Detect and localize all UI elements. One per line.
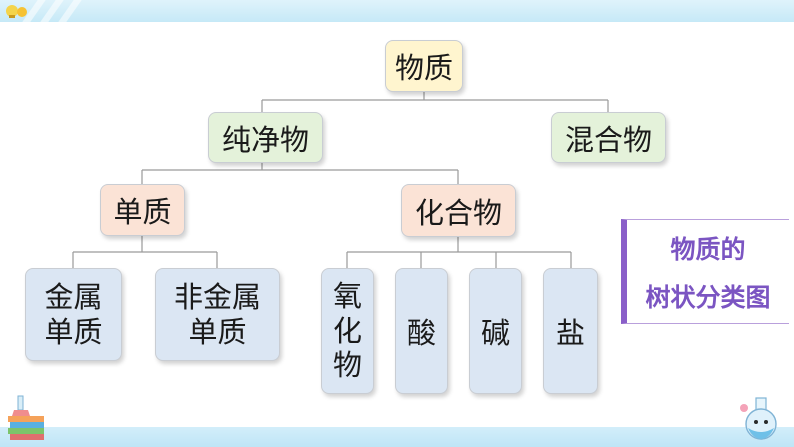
node-oxide-label: 氧化物	[333, 278, 363, 383]
books-flask-icon	[8, 395, 44, 440]
node-mixture: 混合物	[551, 112, 666, 163]
node-pure-substance: 纯净物	[208, 112, 323, 163]
node-metal-line2: 单质	[44, 314, 103, 349]
node-pure-substance-label: 纯净物	[221, 122, 309, 157]
caption-line-1: 物质的	[670, 235, 746, 264]
node-element: 单质	[100, 184, 185, 236]
node-base-label: 碱	[480, 316, 510, 350]
node-compound-label: 化合物	[414, 195, 502, 230]
node-acid: 酸	[395, 268, 448, 394]
node-matter-label: 物质	[394, 51, 453, 85]
node-element-label: 单质	[113, 195, 172, 229]
lightbulb-icon	[6, 5, 27, 18]
node-nonmetal-line1: 非金属	[173, 279, 261, 314]
node-nonmetal-element: 非金属 单质	[155, 268, 280, 361]
top-decor-bar	[0, 0, 794, 22]
flask-icon	[740, 397, 777, 440]
diagram-caption-box: 物质的 树状分类图	[621, 219, 789, 324]
node-compound: 化合物	[401, 184, 516, 237]
node-metal-line1: 金属	[44, 279, 103, 314]
node-acid-label: 酸	[406, 316, 436, 350]
node-salt-label: 盐	[555, 316, 585, 350]
node-salt: 盐	[543, 268, 598, 394]
node-nonmetal-line2: 单质	[188, 314, 247, 349]
node-matter: 物质	[385, 40, 463, 92]
node-base: 碱	[469, 268, 522, 394]
caption-line-2: 树状分类图	[645, 283, 771, 312]
node-mixture-label: 混合物	[564, 122, 652, 157]
node-oxide: 氧化物	[321, 268, 374, 394]
bottom-decor-bar	[0, 427, 794, 447]
node-metal-element: 金属 单质	[25, 268, 122, 361]
